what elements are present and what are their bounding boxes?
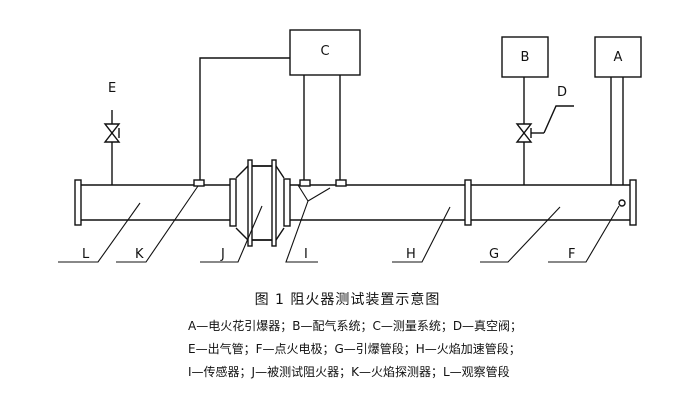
flame-detector-k [193, 179, 205, 187]
wire-k-to-c [199, 57, 290, 180]
label-h: H [406, 247, 416, 262]
label-i: I [304, 247, 308, 262]
main-pipe [74, 159, 637, 247]
leader-l [58, 202, 141, 263]
right-end-flange [629, 179, 637, 226]
leader-g [480, 206, 561, 263]
legend-line-1: A—电火花引爆器；B—配气系统；C—测量系统；D—真空阀； [188, 319, 523, 333]
label-g: G [489, 247, 499, 262]
sensor-i-right [335, 179, 347, 187]
leader-h [392, 206, 451, 263]
label-e: E [108, 81, 116, 96]
vacuum-valve-d [515, 105, 574, 143]
label-l: L [82, 247, 90, 262]
left-end-flange [74, 179, 82, 226]
leader-i [285, 187, 331, 263]
middle-flange [464, 179, 472, 226]
outlet-valve [103, 123, 121, 143]
ignition-electrode [618, 199, 626, 207]
label-k: K [135, 247, 144, 262]
flame-arrester-body [235, 159, 285, 247]
box-gas-distribution [501, 36, 549, 78]
label-c: C [320, 44, 329, 59]
leader-f [548, 205, 620, 263]
leader-i-branch [297, 184, 309, 202]
sensor-i-left [299, 179, 311, 187]
label-f: F [568, 247, 575, 262]
leader-j [200, 205, 263, 263]
label-b: B [521, 50, 530, 65]
label-j: J [220, 247, 225, 262]
leader-lines [58, 184, 620, 263]
legend-line-2: E—出气管；F—点火电极；G—引爆管段；H—火焰加速管段； [188, 342, 521, 356]
label-a: A [614, 50, 623, 65]
box-spark-igniter [594, 36, 642, 78]
box-measuring-system [289, 29, 361, 76]
arrester-flange-left [229, 178, 237, 227]
leader-k [116, 185, 199, 263]
label-d: D [557, 85, 567, 100]
figure-title: 图 1 阻火器测试装置示意图 [254, 292, 441, 308]
legend-line-3: I—传感器；J—被测试阻火器；K—火焰探测器；L—观察管段 [188, 365, 510, 379]
arrester-flange-right [283, 178, 291, 227]
